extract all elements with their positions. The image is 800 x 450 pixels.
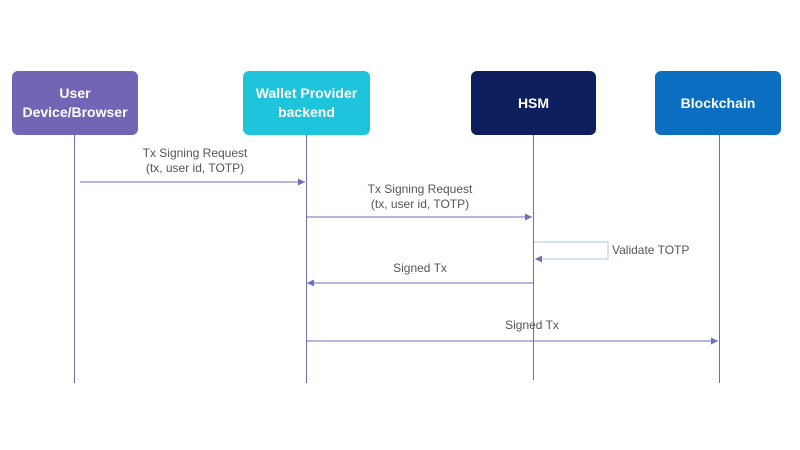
arrow-hsm-self-validate — [534, 241, 609, 263]
msg-label-signing-request-1: Tx Signing Request (tx, user id, TOTP) — [142, 146, 248, 175]
lifeline-hsm — [533, 135, 534, 380]
msg-label-signed-tx-2: Signed Tx — [505, 318, 559, 332]
actor-blockchain: Blockchain — [655, 71, 781, 135]
actor-hsm: HSM — [471, 71, 596, 135]
msg-label-signing-request-2: Tx Signing Request (tx, user id, TOTP) — [367, 182, 473, 211]
actor-label: Blockchain — [680, 94, 756, 111]
actor-label: User Device/Browser — [22, 85, 128, 120]
actor-label: HSM — [517, 94, 550, 111]
actor-wallet-provider-backend: Wallet Provider backend — [243, 71, 370, 135]
actor-label: Wallet Provider backend — [255, 85, 358, 120]
msg-label-validate-totp: Validate TOTP — [612, 243, 690, 257]
lifeline-wallet-provider — [306, 135, 307, 383]
lifeline-user — [74, 135, 75, 383]
actor-user-device-browser: User Device/Browser — [12, 71, 138, 135]
lifeline-blockchain — [719, 135, 720, 383]
msg-label-signed-tx-1: Signed Tx — [393, 261, 447, 275]
